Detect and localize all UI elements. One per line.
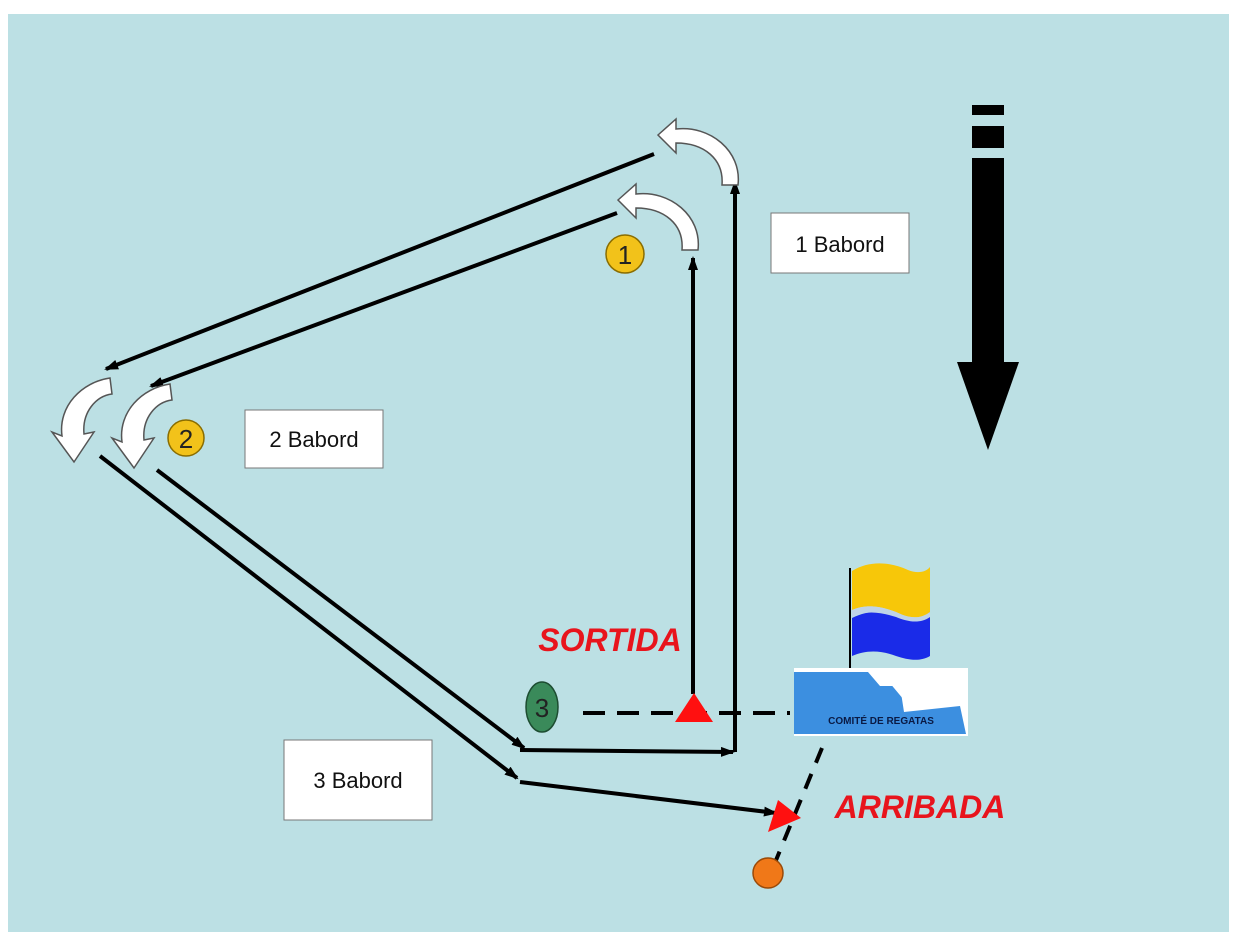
curved-turn-arrow-icon (616, 182, 699, 251)
label-box-1: 1 Babord (770, 212, 910, 274)
finish-pin-mark (752, 857, 784, 889)
course-leg-left-to-bottom (98, 454, 519, 780)
finish-line (770, 747, 824, 871)
course-leg-top-to-left (104, 152, 655, 371)
mark-1: 1 (605, 234, 645, 274)
curved-turn-arrow-icon (656, 117, 739, 186)
committee-label: COMITÉ DE REGATAS (828, 714, 934, 727)
course-leg-bottom-to-finish (519, 780, 778, 817)
curved-turn-arrow-icon (49, 377, 113, 464)
committee-boat: COMITÉ DE REGATAS (794, 668, 968, 736)
label-box-1-text: 1 Babord (795, 232, 884, 257)
course-lines (98, 152, 778, 817)
red-triangle-mark-icon (675, 693, 713, 722)
curved-turn-arrow-icon (109, 383, 173, 470)
start-title: SORTIDA (538, 622, 681, 658)
mark-3-label: 3 (535, 693, 549, 723)
mark-2: 2 (167, 419, 205, 457)
red-triangle-mark-icon (768, 800, 801, 832)
label-box-2: 2 Babord (244, 409, 384, 469)
label-box-3: 3 Babord (283, 739, 433, 821)
wind-direction-arrow-icon (957, 105, 1019, 450)
label-box-3-text: 3 Babord (313, 768, 402, 793)
mark-2-label: 2 (179, 424, 193, 454)
course-leg-mark1-to-mark2 (149, 211, 618, 388)
finish-title: ARRIBADA (834, 789, 1006, 825)
mark-3: 3 (525, 681, 559, 733)
course-leg-gate-to-right (519, 746, 735, 757)
course-leg-mark2-to-gate (155, 468, 526, 750)
committee-flag-icon (849, 563, 930, 690)
mark-1-label: 1 (618, 240, 632, 270)
label-box-2-text: 2 Babord (269, 427, 358, 452)
